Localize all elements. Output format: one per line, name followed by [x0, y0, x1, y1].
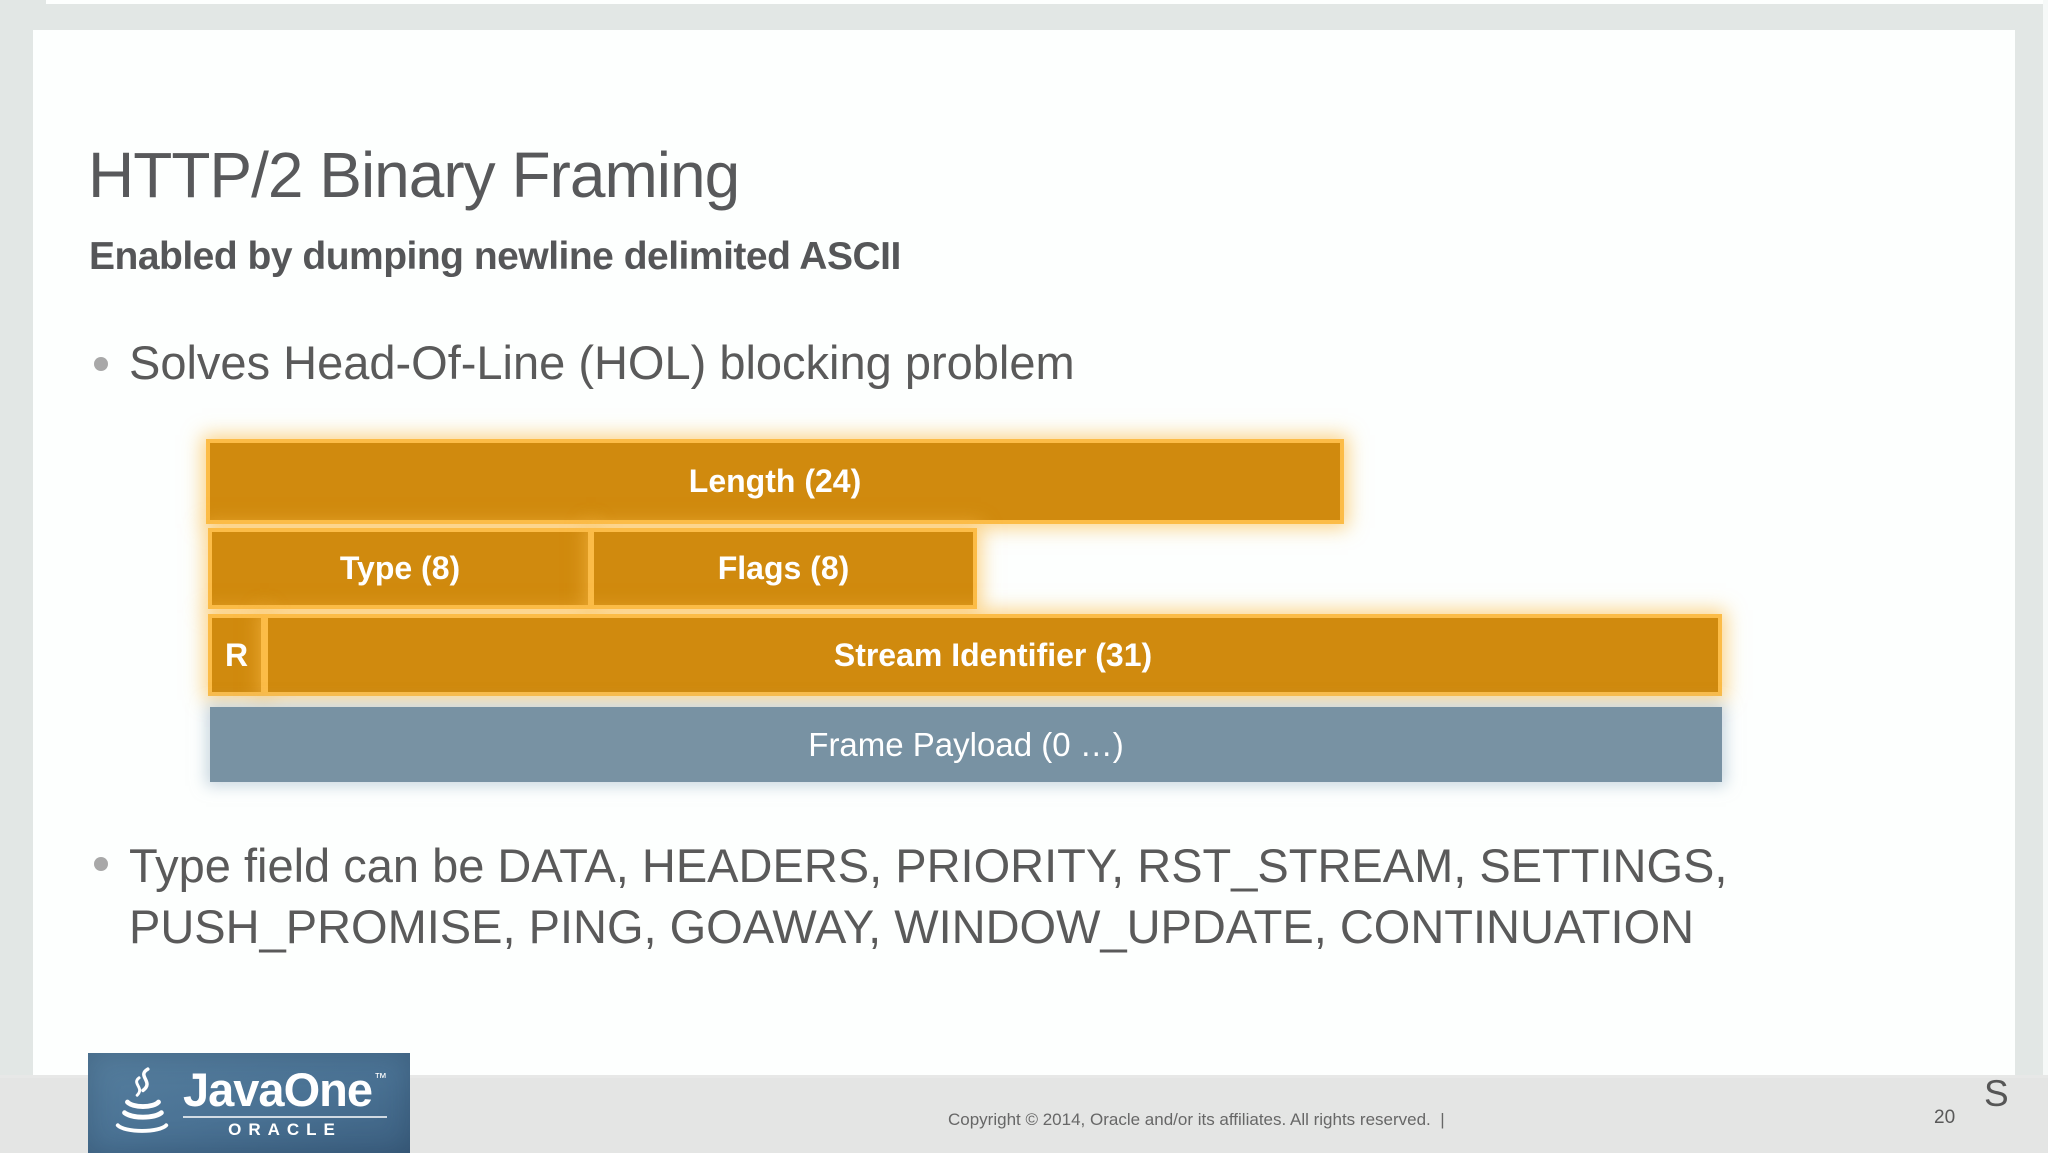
field-box-stream: Stream Identifier (31) — [268, 618, 1718, 692]
watermark-s: S — [1984, 1073, 2009, 1114]
slide-title: HTTP/2 Binary Framing — [88, 139, 740, 211]
trademark-symbol: ™ — [373, 1070, 387, 1085]
copyright-text: Copyright © 2014, Oracle and/or its affi… — [948, 1110, 1445, 1129]
field-box-r: R — [212, 618, 261, 692]
bullet-item-hol: Solves Head-Of-Line (HOL) blocking probl… — [94, 335, 1075, 390]
top-edge-strip — [46, 0, 2048, 4]
bullet-line-1: Type field can be DATA, HEADERS, PRIORIT… — [129, 839, 1728, 892]
oracle-wordmark: ORACLE — [228, 1120, 342, 1139]
field-box-length: Length (24) — [210, 443, 1340, 520]
bullet-text: Solves Head-Of-Line (HOL) blocking probl… — [129, 336, 1075, 389]
javaone-wordmark: JavaOne — [183, 1063, 373, 1116]
bullet-dot — [94, 857, 108, 871]
logo-divider — [183, 1116, 387, 1118]
right-edge-strip — [2043, 0, 2048, 1078]
page-number: 20 — [1934, 1107, 1956, 1128]
bullet-text: Type field can be DATA, HEADERS, PRIORIT… — [129, 835, 1727, 957]
field-box-flags: Flags (8) — [594, 532, 973, 605]
field-box-type: Type (8) — [212, 532, 588, 605]
bullet-line-2: PUSH_PROMISE, PING, GOAWAY, WINDOW_UPDAT… — [129, 900, 1695, 953]
java-cup-icon — [115, 1067, 169, 1133]
bullet-dot — [94, 357, 108, 371]
javaone-logo: JavaOne ™ ORACLE — [88, 1053, 410, 1153]
slide-subtitle: Enabled by dumping newline delimited ASC… — [89, 235, 901, 278]
field-box-payload: Frame Payload (0 …) — [210, 707, 1722, 782]
bullet-item-types: Type field can be DATA, HEADERS, PRIORIT… — [94, 835, 1727, 957]
